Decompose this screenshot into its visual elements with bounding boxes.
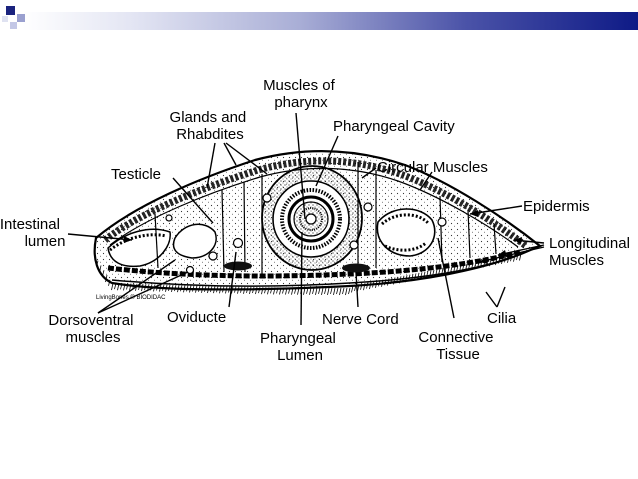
nerve-cord-shapes <box>224 261 370 273</box>
decor-square <box>10 22 17 29</box>
label-dorsoventral-muscles: Dorsoventral muscles <box>48 312 137 346</box>
pharynx-muscle-ring <box>287 195 335 243</box>
gut-pouch-cells <box>380 213 430 252</box>
decor-square <box>2 16 8 22</box>
label-nerve-cord: Nerve Cord <box>322 311 399 328</box>
gut-pouch-left <box>172 223 217 259</box>
label-pharyngeal-lumen: Pharyngeal Lumen <box>260 330 340 364</box>
decor-square <box>17 14 25 22</box>
pharyngeal-lumen-shape <box>305 213 317 225</box>
label-longitudinal-muscles: Longitudinal Muscles <box>549 235 634 269</box>
ventral-body-line <box>111 253 522 287</box>
title-gradient-bar <box>22 12 638 30</box>
label-epidermis: Epidermis <box>523 198 590 215</box>
gland-cells <box>165 193 447 275</box>
label-glands-and-rhabdites: Glands and Rhabdites <box>170 109 251 143</box>
ventral-muscle-band <box>107 249 521 279</box>
leader-lines <box>67 112 545 326</box>
label-cilia: Cilia <box>487 310 517 327</box>
pharynx-inner-ring <box>299 207 323 231</box>
label-muscles-of-pharynx: Muscles of pharynx <box>263 77 339 111</box>
epidermis-layer <box>102 157 529 249</box>
label-oviducte: Oviducte <box>167 309 226 326</box>
arrowheads <box>124 210 522 264</box>
label-circular-muscles: Circular Muscles <box>377 159 488 176</box>
label-testicle: Testicle <box>111 166 161 183</box>
decor-square <box>6 6 15 15</box>
label-intestinal-lumen: Intestinal lumen <box>0 216 65 250</box>
label-connective-tissue: Connective Tissue <box>418 329 497 363</box>
label-pharyngeal-cavity: Pharyngeal Cavity <box>333 118 455 135</box>
gut-cells-left <box>109 233 167 252</box>
